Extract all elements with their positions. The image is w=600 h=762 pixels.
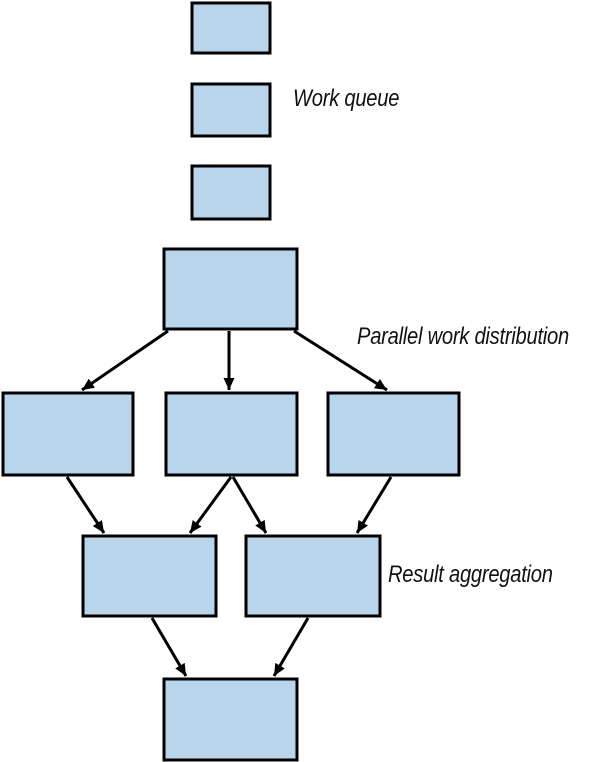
arrow-worker-1-to-aggregator-1: [65, 476, 106, 534]
queue-item-box-1: [190, 1, 272, 55]
worker-box-2: [164, 391, 299, 477]
arrow-distributor-to-worker-3: [293, 329, 388, 392]
queue-item-box-2: [190, 82, 272, 138]
arrow-aggregator-1-to-final: [150, 617, 188, 677]
distributor-box: [162, 247, 299, 331]
arrow-worker-2-to-aggregator-1: [188, 476, 233, 534]
arrow-worker-2-to-aggregator-2: [231, 476, 268, 534]
worker-box-1: [1, 391, 135, 477]
aggregator-box-2: [244, 534, 382, 618]
work-queue-label: Work queue: [293, 85, 400, 112]
result-aggregation-label: Result aggregation: [388, 561, 553, 588]
final-result-box: [162, 677, 299, 762]
arrow-worker-3-to-aggregator-2: [355, 476, 393, 534]
aggregator-box-1: [81, 534, 218, 618]
arrow-aggregator-2-to-final: [272, 617, 310, 677]
worker-box-3: [326, 391, 461, 477]
parallel-work-distribution-label: Parallel work distribution: [357, 323, 569, 350]
arrow-distributor-to-worker-1: [81, 329, 169, 392]
queue-item-box-3: [190, 164, 272, 221]
